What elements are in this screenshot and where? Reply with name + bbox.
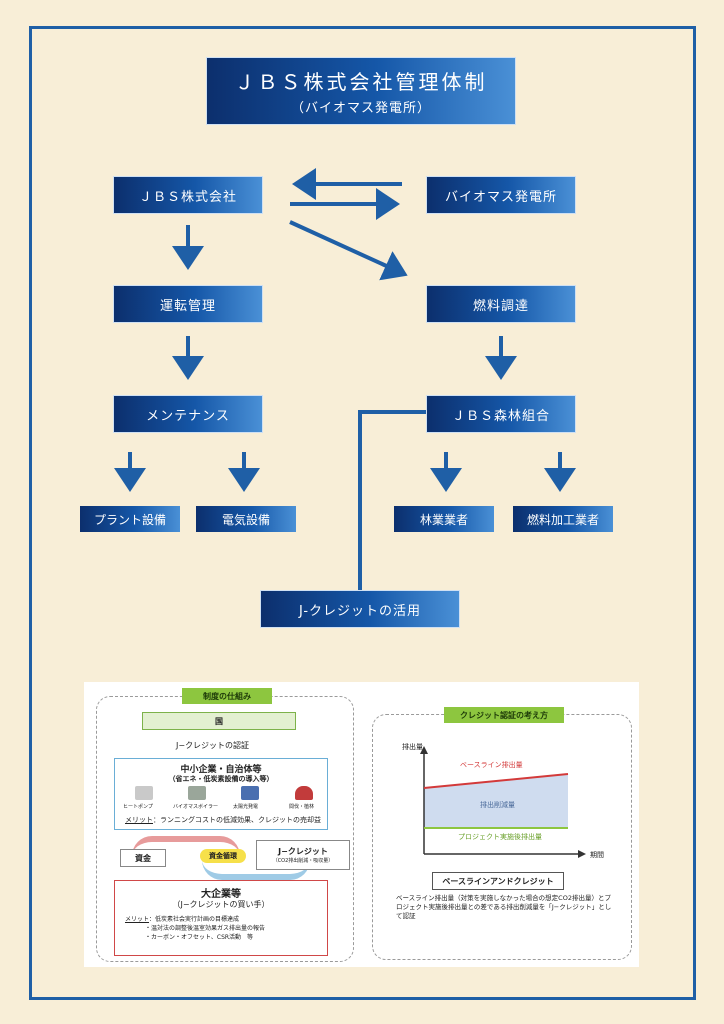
page-subtitle: （バイオマス発電所） xyxy=(290,101,431,116)
jcredit-scheme-panel: 制度の仕組み 国 J−クレジットの認証 中小企業・自治体等 （省エネ・低炭素設備… xyxy=(84,682,639,967)
credit-note: ベースライン排出量（対策を実施しなかった場合の想定CO2排出量）とプロジェクト実… xyxy=(396,894,612,920)
jcredit-use-box: J-クレジットの活用 xyxy=(260,590,460,628)
page-frame xyxy=(29,26,696,1000)
plant-equipment-box: プラント設備 xyxy=(80,506,180,532)
electric-equipment-box: 電気設備 xyxy=(196,506,296,532)
country-box: 国 xyxy=(142,712,296,730)
page-title: ＪＢＳ株式会社管理体制 xyxy=(234,70,488,94)
sme-subtitle: （省エネ・低炭素設備の導入等） xyxy=(168,775,274,783)
sme-box: 中小企業・自治体等 （省エネ・低炭素設備の導入等） ヒートポンプ バイオマスボイ… xyxy=(114,758,328,830)
jbs-company-box: ＪＢＳ株式会社 xyxy=(113,176,263,214)
funds-arrow-bottom xyxy=(202,860,310,880)
sme-title: 中小企業・自治体等 xyxy=(180,765,262,775)
maintenance-box: メンテナンス xyxy=(113,395,263,433)
certification-label: J−クレジットの認証 xyxy=(176,741,250,750)
baseline-and-credit-box: ベースラインアンドクレジット xyxy=(432,872,564,890)
large-subtitle: （J−クレジットの買い手） xyxy=(172,900,270,909)
tree-icon xyxy=(295,786,313,800)
y-axis-arrowhead xyxy=(420,746,428,754)
large-merits: メリット：低炭素社会実行計画の目標達成 ・温対法の調整後温室効果ガス排出量の報告… xyxy=(125,915,265,942)
credit-tag: クレジット認証の考え方 xyxy=(444,707,564,723)
credit-graph xyxy=(420,746,586,858)
solar-panel-icon xyxy=(241,786,259,800)
title-box: ＪＢＳ株式会社管理体制 （バイオマス発電所） xyxy=(206,57,516,125)
fuel-procurement-box: 燃料調達 xyxy=(426,285,576,323)
large-title: 大企業等 xyxy=(201,889,241,900)
fuel-processor-box: 燃料加工業者 xyxy=(513,506,613,532)
credit-xlabel: 期間 xyxy=(590,851,604,859)
baseline-label: ベースライン排出量 xyxy=(460,761,523,769)
reduction-label: 排出削減量 xyxy=(480,801,515,809)
icon-label-solar: 太陽光発電 xyxy=(233,804,259,810)
funds-cycle-badge: 資金循環 xyxy=(200,849,246,863)
large-merit-1: ：低炭素社会実行計画の目標達成 xyxy=(149,916,240,923)
funds-label: 資金 xyxy=(120,849,166,867)
reduction-area xyxy=(424,774,568,828)
icon-label-biomass-boiler: バイオマスボイラー xyxy=(173,804,219,810)
large-merit-label: メリット xyxy=(125,916,150,923)
icon-label-heat-pump: ヒートポンプ xyxy=(123,804,153,810)
sme-merit-text: ：ランニングコストの低減効果、クレジットの売却益 xyxy=(153,816,321,824)
heat-pump-icon xyxy=(135,786,153,800)
arrow-jbs-to-fuel xyxy=(289,220,408,281)
jcredit-label-box: J−クレジット （CO2排出削減・吸収量） xyxy=(256,840,350,870)
forestry-business-box: 林業業者 xyxy=(394,506,494,532)
line-forest-to-jcredit xyxy=(358,410,426,590)
jcredit-label: J−クレジット xyxy=(278,847,328,856)
icon-label-forest: 間伐・植林 xyxy=(289,804,315,810)
scheme-tag: 制度の仕組み xyxy=(182,688,272,704)
funds-arrow-top xyxy=(132,836,240,856)
x-axis-arrowhead xyxy=(578,850,586,858)
operation-box: 運転管理 xyxy=(113,285,263,323)
large-company-box: 大企業等 （J−クレジットの買い手） メリット：低炭素社会実行計画の目標達成 ・… xyxy=(114,880,328,956)
biomass-plant-box: バイオマス発電所 xyxy=(426,176,576,214)
country-label: 国 xyxy=(215,716,223,726)
credit-ylabel: 排出量 xyxy=(402,743,423,751)
baseline-line xyxy=(423,773,569,789)
forest-union-box: ＪＢＳ森林組合 xyxy=(426,395,576,433)
large-merit-2: ・温対法の調整後温室効果ガス排出量の報告 xyxy=(145,925,266,932)
sme-merit-label: メリット xyxy=(125,816,153,824)
sme-merit: メリット：ランニングコストの低減効果、クレジットの売却益 xyxy=(125,815,321,825)
project-label: プロジェクト実施後排出量 xyxy=(458,833,542,841)
jcredit-sublabel: （CO2排出削減・吸収量） xyxy=(272,858,334,864)
biomass-boiler-icon xyxy=(188,786,206,800)
large-merit-3: ・カーボン・オフセット、CSR活動 等 xyxy=(145,934,254,941)
